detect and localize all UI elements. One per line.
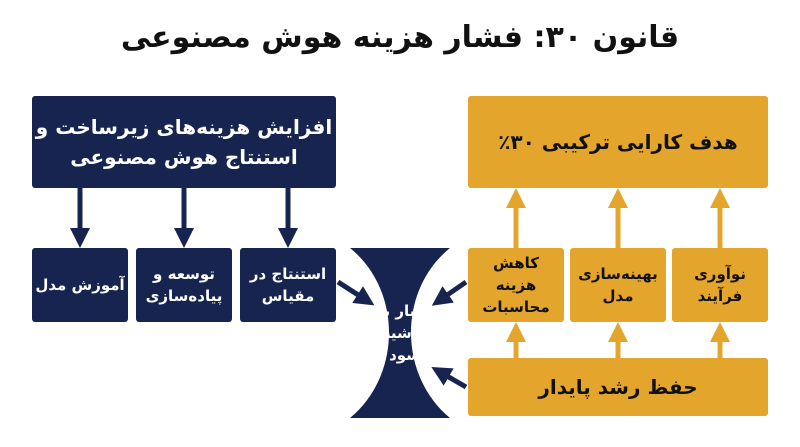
model-optimization-box: بهینه‌سازی مدل	[570, 248, 666, 322]
margin-pressure-hourglass	[350, 248, 450, 418]
arrow-inference-to-center	[336, 279, 375, 306]
arrow-growth-to-center	[431, 367, 468, 390]
arrow-compute-to-center	[431, 279, 468, 306]
page-title: قانون ۳۰: فشار هزینه هوش مصنوعی	[120, 20, 680, 55]
inference-at-scale-box: استنتاج در مقیاس	[240, 248, 336, 322]
reduce-compute-cost-box: کاهش هزینه محاسبات	[468, 248, 564, 322]
development-deployment-box: توسعه و پیاده‌سازی	[136, 248, 232, 322]
efficiency-target-box: هدف کارایی ترکیبی ۳۰٪	[468, 96, 768, 188]
infrastructure-cost-box: افزایش هزینه‌های زیرساخت و استنتاج هوش م…	[32, 96, 336, 188]
margin-pressure-label: فشار بر حاشیه سود	[375, 302, 435, 364]
process-innovation-box: نوآوری فرآیند	[672, 248, 768, 322]
model-training-box: آموزش مدل	[32, 248, 128, 322]
sustainable-growth-box: حفظ رشد پایدار	[468, 358, 768, 416]
